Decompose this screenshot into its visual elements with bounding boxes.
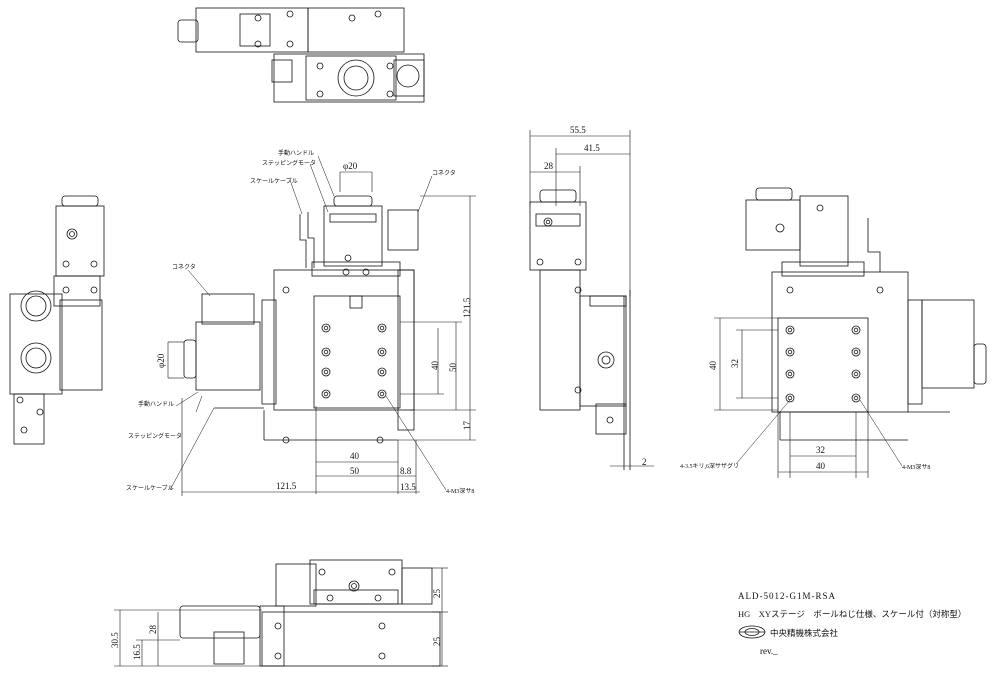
front-table — [313, 295, 401, 409]
bottom-base — [261, 611, 441, 667]
dim-2: 2 — [642, 457, 647, 467]
front-motor — [323, 205, 383, 267]
model-number: ALD-5012-G1M-RSA — [738, 591, 836, 601]
revision: rev._ — [760, 646, 778, 656]
top-motor-body — [195, 7, 309, 53]
label-scale-cable-left: スケールケーブル — [126, 484, 174, 492]
company-logo — [738, 625, 766, 639]
dim-50-horizontal: 50 — [350, 466, 360, 476]
dim-28-bottom: 28 — [148, 625, 158, 635]
label-counterbore: 4-3.5キリ,6深サザグリ — [680, 462, 739, 470]
annotation-text: 手動ハンドル ステッピングモータ スケールケーブル コネクタ コネクタ 手動ハン… — [126, 149, 930, 495]
dim-25-upper: 25 — [432, 589, 442, 599]
left-view — [9, 195, 105, 445]
left-table — [9, 293, 63, 395]
dim-phi20-top: φ20 — [343, 161, 358, 171]
dim-8-8: 8.8 — [400, 466, 412, 476]
back-side-motor — [921, 299, 975, 389]
top-connector-block — [307, 7, 405, 53]
dim-121-5-horizontal: 121.5 — [276, 481, 297, 491]
front-base — [273, 269, 415, 411]
back-table — [777, 317, 869, 413]
dim-50-vertical: 50 — [448, 363, 458, 373]
bottom-motor — [275, 563, 317, 607]
label-hand-handle-left: 手動ハンドル — [138, 400, 174, 408]
top-bore-inner — [343, 65, 369, 91]
dim-30-5: 30.5 — [110, 632, 120, 648]
top-view — [177, 7, 425, 103]
dim-40-vertical: 40 — [430, 361, 440, 371]
back-base — [771, 271, 909, 413]
product-description: HG XYステージ ボールねじ仕様、スケール付（対称型） — [738, 609, 967, 619]
top-bore-outer — [337, 59, 375, 97]
dim-13-5: 13.5 — [400, 482, 416, 492]
middle-table — [579, 295, 627, 407]
top-coupling — [239, 13, 271, 47]
dim-40-right-vertical: 40 — [708, 361, 718, 371]
bottom-view — [179, 559, 441, 667]
front-connector — [387, 209, 419, 251]
label-connector-top: コネクタ — [432, 169, 456, 177]
back-view — [745, 187, 987, 441]
dim-28: 28 — [544, 161, 554, 171]
dim-phi20-left: φ20 — [156, 353, 166, 368]
bottom-table — [309, 559, 403, 605]
back-motor-a — [745, 199, 801, 251]
label-m3-tap-right: 4-M3深サ8 — [902, 463, 930, 471]
dim-17-vertical: 17 — [462, 421, 472, 431]
dim-32-right-horizontal: 32 — [816, 445, 825, 455]
label-connector-left: コネクタ — [172, 263, 196, 271]
back-motor-b — [799, 195, 849, 267]
dim-121-5-vertical: 121.5 — [462, 297, 472, 318]
left-handle — [61, 195, 99, 207]
middle-base — [539, 269, 581, 411]
label-stepping-motor-top: ステッピングモータ — [262, 159, 316, 167]
dim-16-5: 16.5 — [132, 644, 142, 660]
top-handle — [177, 19, 199, 43]
label-m3-tap: 4-M3深サ8 — [446, 487, 474, 495]
dim-41-5: 41.5 — [584, 143, 600, 153]
company-name: 中央精機株式会社 — [770, 628, 839, 638]
front-side-motor — [195, 321, 261, 391]
dimension-lines — [114, 130, 869, 667]
leader-lines — [169, 155, 903, 491]
front-handle — [333, 195, 373, 207]
top-table-inner — [305, 55, 397, 101]
bottom-handle-motor — [179, 605, 261, 639]
label-scale-cable-top: スケールケーブル — [250, 177, 298, 185]
dimension-text: φ20 121.5 50 40 17 40 50 8.8 121.5 13.5 … — [110, 125, 826, 660]
dim-55-5: 55.5 — [570, 125, 586, 135]
front-view — [183, 195, 419, 444]
dim-25-lower: 25 — [432, 637, 442, 647]
left-bore-bottom — [20, 342, 52, 374]
dim-32-right-vertical: 32 — [730, 359, 740, 368]
dim-40-right-horizontal: 40 — [816, 461, 826, 471]
middle-side-view — [529, 189, 631, 470]
dim-40-horizontal: 40 — [350, 451, 360, 461]
left-bore-top — [20, 290, 52, 322]
label-stepping-motor-left: ステッピングモータ — [128, 432, 182, 440]
label-hand-handle-top: 手動ハンドル — [278, 149, 314, 157]
